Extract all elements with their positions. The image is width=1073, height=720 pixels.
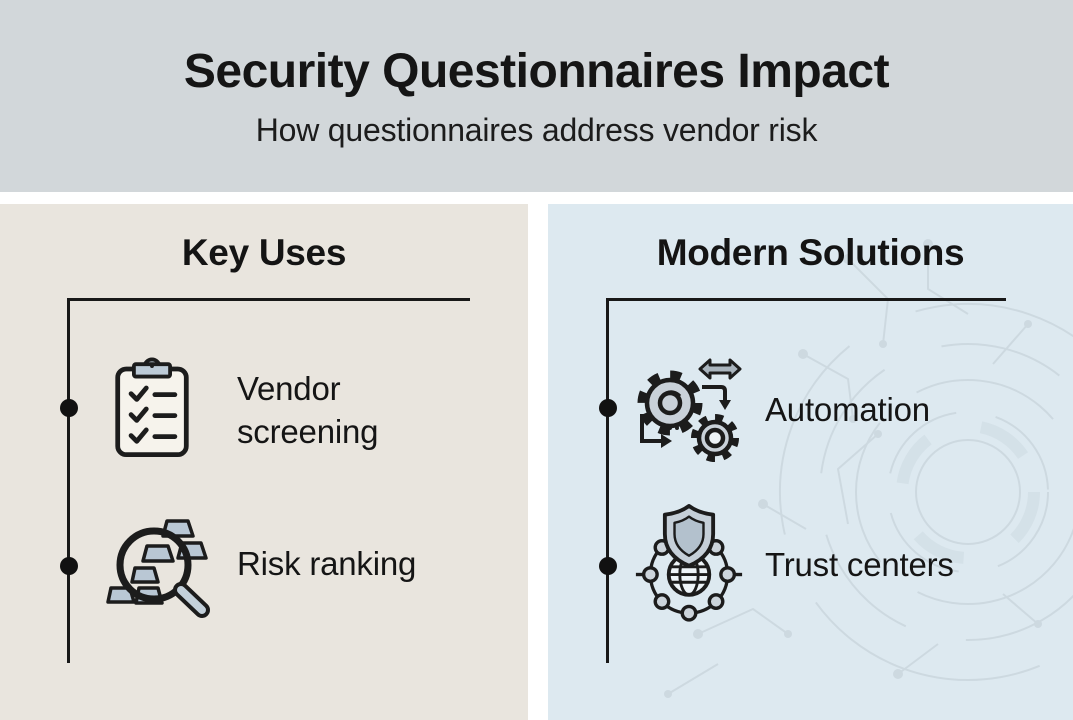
panel-title-key-uses: Key Uses <box>181 232 347 273</box>
shield-globe-network-icon <box>633 500 745 622</box>
item-label-automation: Automation <box>765 391 930 428</box>
circuit-pattern-decoration <box>664 239 1073 698</box>
item-label-risk-ranking: Risk ranking <box>237 545 417 582</box>
bullet-marker <box>60 557 78 575</box>
panel-title-modern-solutions: Modern Solutions <box>656 232 965 273</box>
magnifier-ranking-icon <box>101 510 217 622</box>
page-subtitle: How questionnaires address vendor risk <box>255 111 818 148</box>
bullet-marker <box>599 557 617 575</box>
bracket-line-vertical <box>67 298 70 663</box>
header-band: Security Questionnaires Impact How quest… <box>0 0 1073 192</box>
bullet-marker <box>60 399 78 417</box>
panel-key-uses: Key Uses Vendor screening <box>0 204 528 720</box>
clipboard-checklist-icon <box>112 355 192 461</box>
gears-automation-icon <box>632 356 744 463</box>
item-label-trust-centers: Trust centers <box>765 546 954 583</box>
item-label-vendor-screening: Vendor screening <box>237 370 379 450</box>
bullet-marker <box>599 399 617 417</box>
bracket-line-horizontal <box>606 298 1006 301</box>
page-title: Security Questionnaires Impact <box>183 44 890 98</box>
bracket-line-horizontal <box>67 298 470 301</box>
bracket-line-vertical <box>606 298 609 663</box>
panel-modern-solutions: Modern Solutions <box>548 204 1073 720</box>
